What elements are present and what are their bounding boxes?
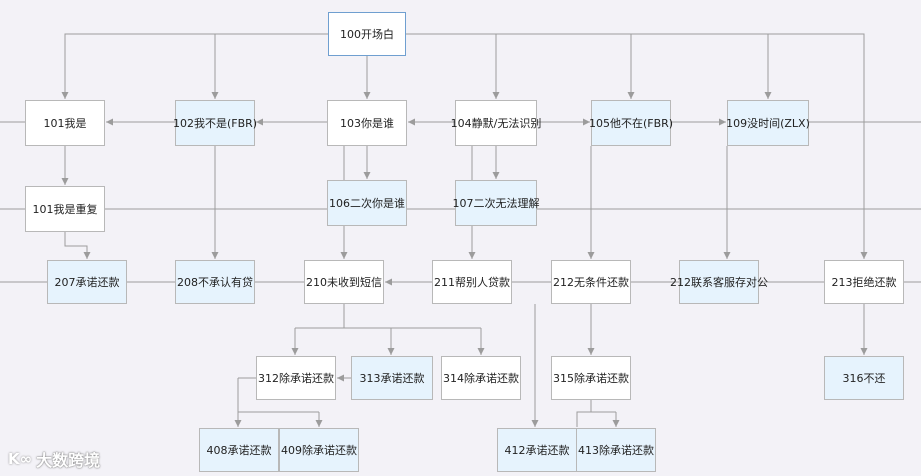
node-210-no-sms[interactable]: 210未收到短信: [304, 260, 384, 304]
node-100-opening[interactable]: 100开场白: [328, 12, 406, 56]
node-312-other-than-promise[interactable]: 312除承诺还款: [256, 356, 336, 400]
edge-315-to-412: [576, 411, 591, 427]
node-212-unconditional-repay[interactable]: 212无条件还款: [551, 260, 631, 304]
node-105-not-here[interactable]: 105他不在(FBR): [589, 100, 673, 146]
edge-100-to-109: [406, 33, 772, 99]
edge-100-to-105: [406, 33, 635, 99]
node-315-other-than-promise[interactable]: 315除承诺还款: [551, 356, 631, 400]
watermark: K∞ 大数跨境: [8, 446, 128, 472]
node-316-not-repay[interactable]: 316不还: [824, 356, 904, 400]
edge-100-to-104: [406, 33, 500, 99]
watermark-text: 大数跨境: [36, 451, 101, 470]
node-107-second-not-understood[interactable]: 107二次无法理解: [453, 180, 540, 226]
node-211-loan-for-others[interactable]: 211帮别人贷款: [432, 260, 512, 304]
node-109-no-time[interactable]: 109没时间(ZLX): [726, 100, 810, 146]
node-208-deny-loan[interactable]: 208不承认有贷: [175, 260, 255, 304]
edge-100-to-213: [406, 33, 868, 259]
node-213-refuse-repay[interactable]: 213拒绝还款: [824, 260, 904, 304]
node-104-silent-unrecognized[interactable]: 104静默/无法识别: [451, 100, 541, 146]
edge-101r-to-207: [64, 232, 91, 259]
edge-100-to-101: [61, 33, 328, 99]
node-103-who-are-you[interactable]: 103你是谁: [327, 100, 407, 146]
node-408-promise-repay[interactable]: 408承诺还款: [199, 428, 279, 472]
watermark-logo-icon: K∞: [8, 450, 33, 468]
node-207-promise-repay[interactable]: 207承诺还款: [47, 260, 127, 304]
node-102-not-me[interactable]: 102我不是(FBR): [173, 100, 257, 146]
node-106-second-who-are-you[interactable]: 106二次你是谁: [327, 180, 407, 226]
node-413-other-than-promise[interactable]: 413除承诺还款: [576, 428, 656, 472]
node-212-contact-service[interactable]: 212联系客服存对公: [670, 260, 768, 304]
node-313-promise-repay[interactable]: 313承诺还款: [351, 356, 433, 400]
edge-100-to-102: [211, 33, 328, 99]
node-314-other-than-promise[interactable]: 314除承诺还款: [441, 356, 521, 400]
node-101-repeat[interactable]: 101我是重复: [25, 186, 105, 232]
edge-315-bus: [590, 400, 616, 413]
node-101-yes-it-is-me[interactable]: 101我是: [25, 100, 105, 146]
node-409-other-than-promise[interactable]: 409除承诺还款: [279, 428, 359, 472]
node-412-promise-repay[interactable]: 412承诺还款: [497, 428, 577, 472]
